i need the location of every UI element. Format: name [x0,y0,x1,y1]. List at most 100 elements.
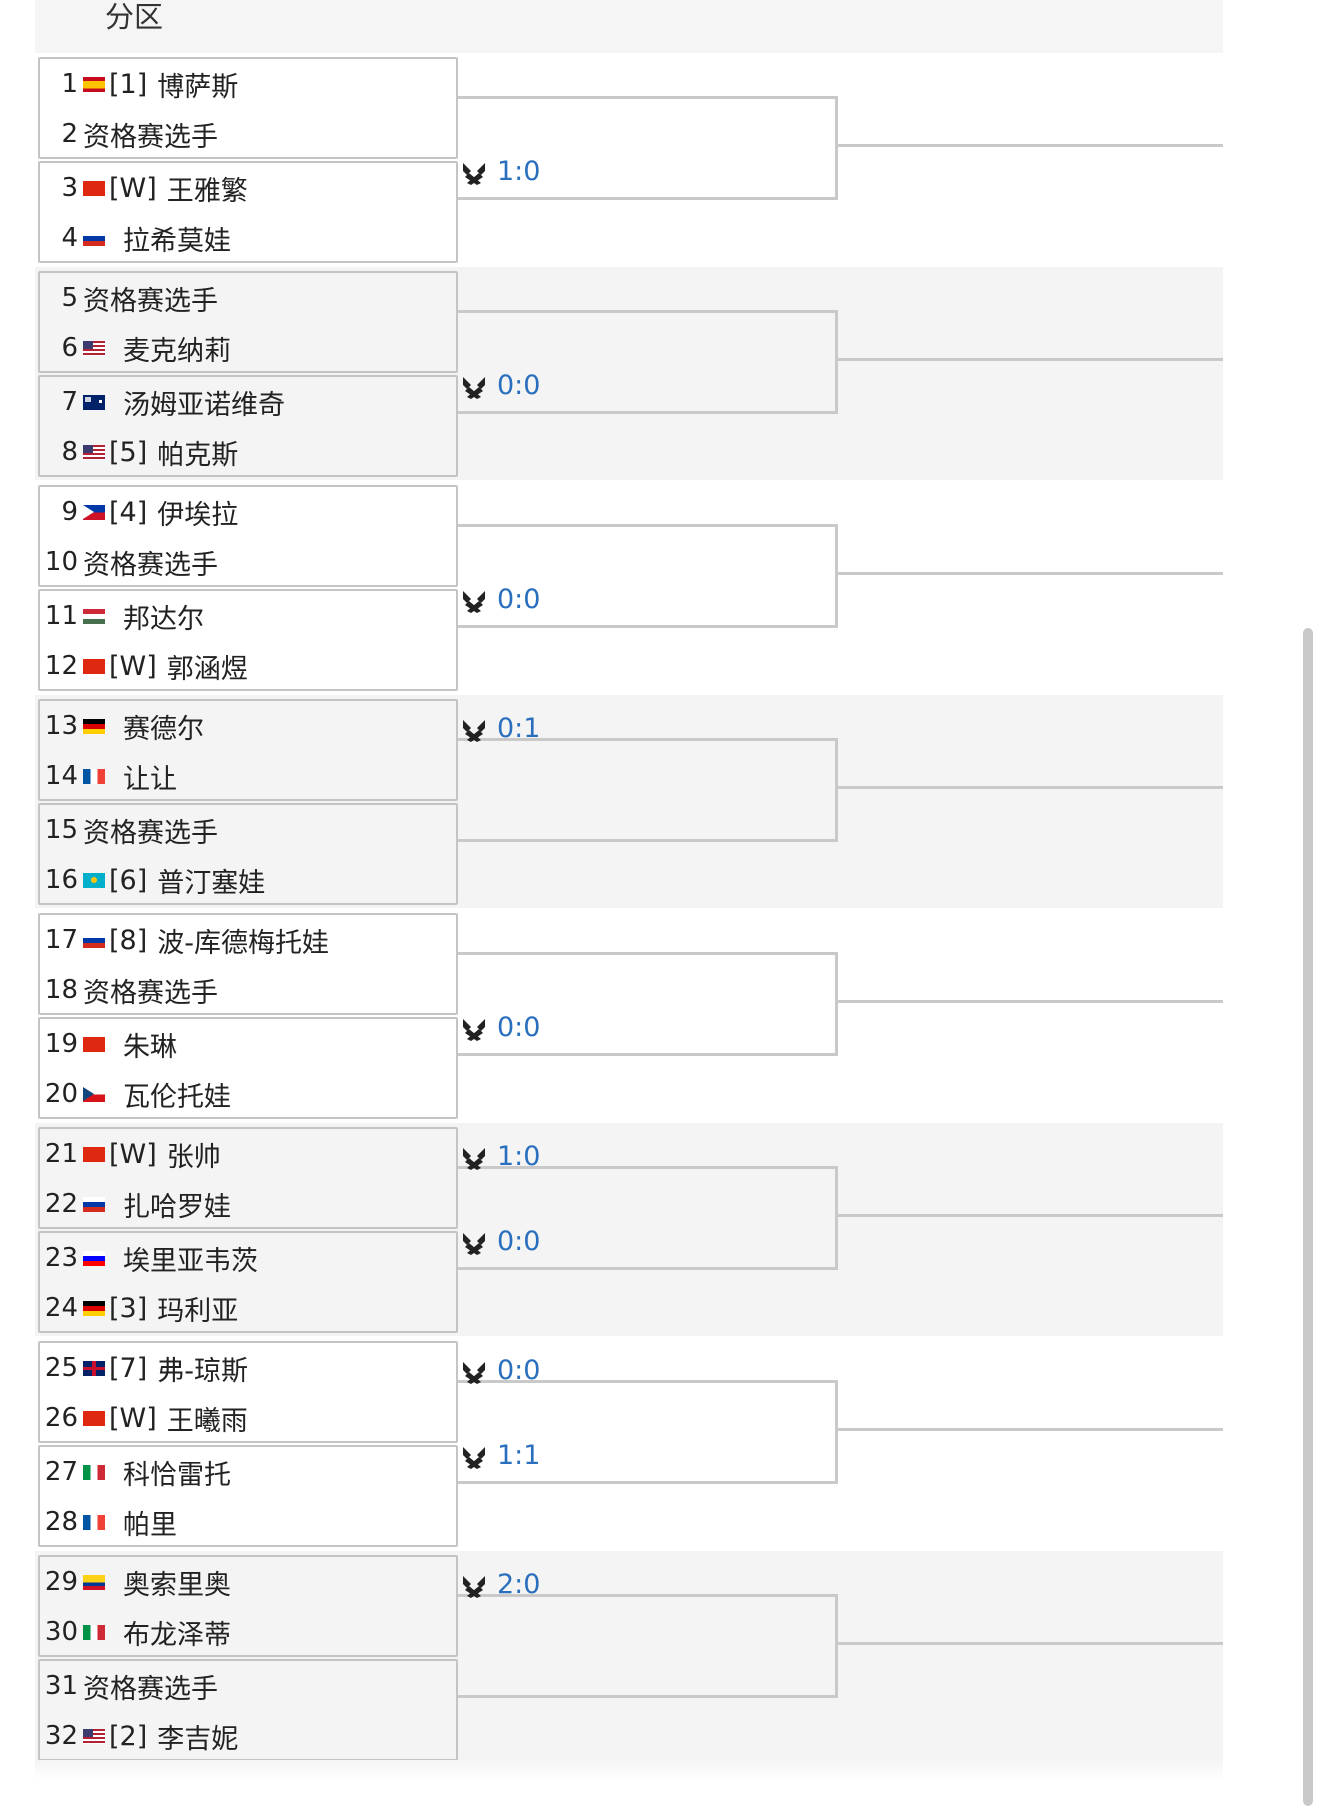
player-row[interactable]: 12[W]郭涵煜 [40,641,460,691]
head-to-head-link[interactable]: 0:0 [461,1226,540,1257]
head-to-head-link[interactable]: 1:0 [461,1141,540,1172]
player-name[interactable]: 让让 [123,763,177,795]
player-name[interactable]: 王曦雨 [166,1405,248,1437]
head-to-head-score[interactable]: 1:1 [497,1440,541,1471]
head-to-head-score[interactable]: 0:1 [497,713,541,744]
head-to-head-score[interactable]: 0:0 [497,584,541,615]
player-row[interactable]: 32[2]李吉妮 [40,1711,460,1761]
player-name[interactable]: 布龙泽蒂 [123,1619,231,1651]
player-row[interactable]: 17[8]波-库德梅托娃 [40,915,460,965]
player-name[interactable]: 资格赛选手 [83,1673,218,1705]
player-name[interactable]: 郭涵煜 [166,653,248,685]
player-name[interactable]: 波-库德梅托娃 [157,927,329,959]
player-row[interactable]: 1[1]博萨斯 [40,59,460,109]
head-to-head-score[interactable]: 1:0 [497,156,541,187]
player-name[interactable]: 资格赛选手 [83,121,218,153]
player-name[interactable]: 汤姆亚诺维奇 [123,389,285,421]
scrollbar-thumb[interactable] [1303,628,1313,1806]
player-row[interactable]: 8[5]帕克斯 [40,427,460,477]
head-to-head-score[interactable]: 0:0 [497,370,541,401]
player-name[interactable]: 资格赛选手 [83,817,218,849]
head-to-head-link[interactable]: 0:0 [461,370,540,401]
player-name[interactable]: 资格赛选手 [83,977,218,1009]
player-name[interactable]: 王雅繁 [166,175,248,207]
player-name[interactable]: 邦达尔 [123,603,204,635]
head-to-head-link[interactable]: 0:0 [461,1355,540,1386]
head-to-head-link[interactable]: 1:1 [461,1440,540,1471]
player-name[interactable]: 麦克纳莉 [123,335,231,367]
player-name[interactable]: 资格赛选手 [83,549,218,581]
player-row[interactable]: 25[7]弗-琼斯 [40,1343,460,1393]
player-name[interactable]: 张帅 [166,1141,221,1173]
player-row[interactable]: 24[3]玛利亚 [40,1283,460,1333]
player-name[interactable]: 博萨斯 [157,71,239,103]
player-name[interactable]: 弗-琼斯 [157,1355,248,1387]
player-row[interactable]: 9[4]伊埃拉 [40,487,460,537]
head-to-head-link[interactable]: 0:0 [461,584,540,615]
head-to-head-link[interactable]: 1:0 [461,156,540,187]
player-name[interactable]: 李吉妮 [157,1723,239,1755]
head-to-head-link[interactable]: 0:1 [461,713,540,744]
head-to-head-score[interactable]: 1:0 [497,1141,541,1172]
player-name[interactable]: 埃里亚韦茨 [123,1245,258,1277]
player-row[interactable]: 3[W]王雅繁 [40,163,460,213]
head-to-head-link[interactable]: 2:0 [461,1569,540,1600]
head-to-head-score[interactable]: 0:0 [497,1226,541,1257]
player-name[interactable]: 科恰雷托 [123,1459,231,1491]
player-name[interactable]: 赛德尔 [123,713,204,745]
player-name[interactable]: 瓦伦托娃 [123,1081,231,1113]
head-to-head-score[interactable]: 0:0 [497,1012,541,1043]
player-name[interactable]: 伊埃拉 [157,499,239,531]
player-name[interactable]: 拉希莫娃 [123,225,231,257]
head-to-head-link[interactable]: 0:0 [461,1012,540,1043]
player-row[interactable]: 26[W]王曦雨 [40,1393,460,1443]
player-name[interactable]: 帕里 [123,1509,177,1541]
player-name[interactable]: 玛利亚 [157,1295,239,1327]
player-row[interactable]: 21[W]张帅 [40,1129,460,1179]
head-to-head-score[interactable]: 2:0 [497,1569,541,1600]
player-name[interactable]: 奥索里奥 [123,1569,231,1601]
player-name[interactable]: 朱琳 [123,1031,177,1063]
player-name[interactable]: 普汀塞娃 [157,867,266,899]
player-name[interactable]: 资格赛选手 [83,285,218,317]
player-name[interactable]: 扎哈罗娃 [123,1191,231,1223]
head-to-head-score[interactable]: 0:0 [497,1355,541,1386]
player-row[interactable]: 16[6]普汀塞娃 [40,855,460,905]
